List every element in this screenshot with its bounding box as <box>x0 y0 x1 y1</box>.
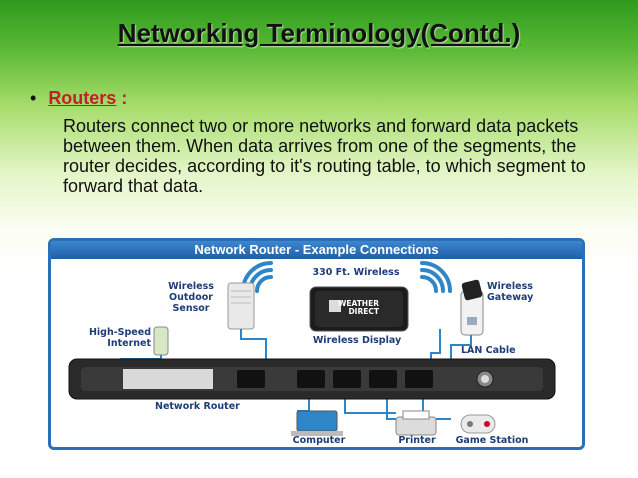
wireless-gateway-icon <box>460 279 484 336</box>
brand-top: WEATHER <box>338 299 379 308</box>
computer-icon <box>291 410 343 436</box>
printer-icon <box>395 410 437 436</box>
weather-direct-brand: WEATHER DIRECT <box>329 300 379 316</box>
router-icon <box>68 358 556 400</box>
wifi-signal-right-icon <box>420 261 452 293</box>
label-network-router: Network Router <box>155 401 240 412</box>
game-controller-icon <box>460 414 496 434</box>
label-game-station: Game Station <box>455 435 529 446</box>
bullet-term: Routers <box>48 88 117 108</box>
label-wireless-display: Wireless Display <box>312 335 402 346</box>
label-computer: Computer <box>292 435 346 446</box>
label-lan-cable: LAN Cable <box>461 345 516 356</box>
wireless-display-icon <box>309 286 409 332</box>
router-diagram: Network Router - Example Connections <box>48 238 585 450</box>
slide-title: Networking Terminology(Contd.) <box>117 18 521 48</box>
brand-bottom: DIRECT <box>348 307 379 316</box>
label-printer: Printer <box>398 435 436 446</box>
outdoor-sensor-icon <box>227 282 255 330</box>
diagram-art <box>68 261 556 436</box>
bullet-colon: : <box>116 88 128 108</box>
bullet-line: • Routers : <box>30 88 127 109</box>
label-wireless-outdoor-sensor: Wireless Outdoor Sensor <box>168 281 214 314</box>
body-text: Routers connect two or more networks and… <box>63 116 586 196</box>
label-wireless-range: 330 Ft. Wireless <box>312 267 400 278</box>
diagram-header: Network Router - Example Connections <box>51 241 582 259</box>
label-high-speed-internet: High-Speed Internet <box>88 327 151 349</box>
modem-icon <box>153 326 169 356</box>
bullet-dot: • <box>30 88 37 108</box>
label-wireless-gateway: Wireless Gateway <box>487 281 534 303</box>
